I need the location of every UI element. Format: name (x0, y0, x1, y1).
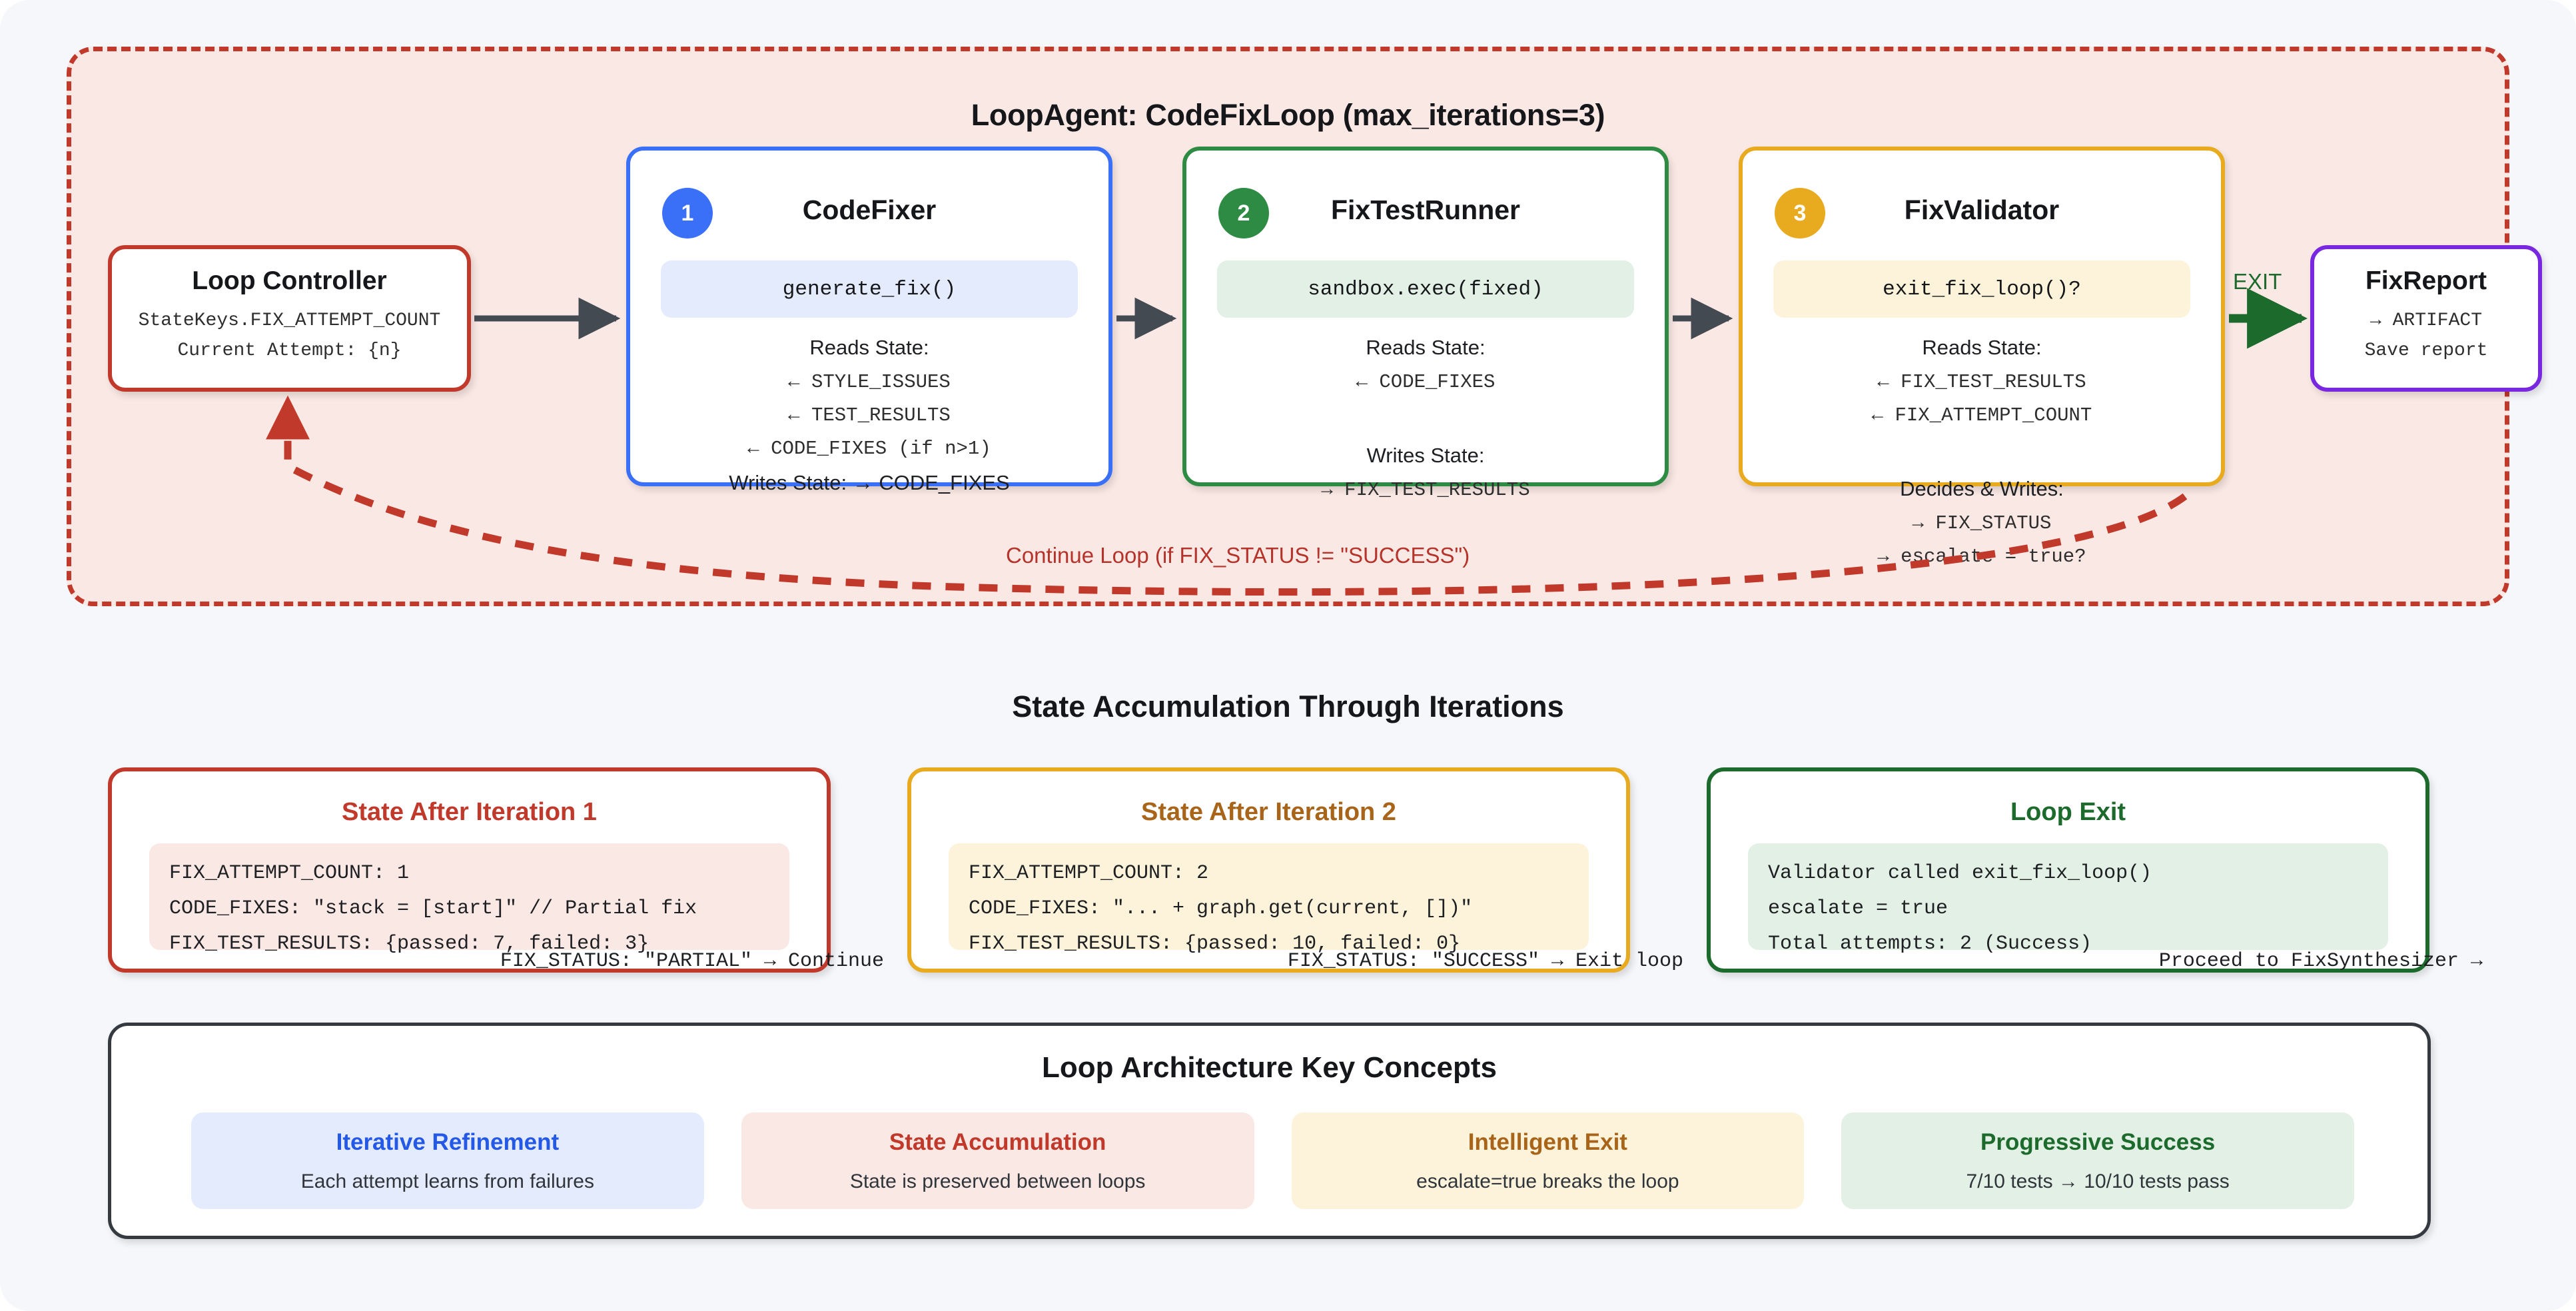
loop-controller-statekey: StateKeys.FIX_ATTEMPT_COUNT (138, 310, 441, 331)
key-concepts-heading: Loop Architecture Key Concepts (1042, 1051, 1497, 1084)
fix-report-artifact: → ARTIFACT (2369, 310, 2483, 331)
writes-state-label: Decides & Writes: (1900, 477, 2064, 500)
agent-code-codefixer: generate_fix() (661, 260, 1078, 318)
reads-state-item: ← CODE_FIXES (if n>1) (747, 438, 991, 460)
concept-card-state-accumulation[interactable]: State Accumulation State is preserved be… (741, 1112, 1254, 1209)
state-card-body: FIX_ATTEMPT_COUNT: 1 CODE_FIXES: "stack … (149, 843, 789, 955)
concept-desc: Each attempt learns from failures (300, 1170, 594, 1192)
state-card-body: Validator called exit_fix_loop() escalat… (1748, 843, 2388, 955)
agent-node-fixtestrunner[interactable]: 2 FixTestRunner sandbox.exec(fixed) Read… (1182, 147, 1669, 501)
concept-desc: escalate=true breaks the loop (1416, 1170, 1679, 1192)
step-badge-3: 3 (1775, 188, 1825, 238)
concept-title: Progressive Success (1980, 1128, 2216, 1155)
state-card-body: FIX_ATTEMPT_COUNT: 2 CODE_FIXES: "... + … (949, 843, 1589, 955)
reads-state-label: Reads State: (1366, 336, 1486, 359)
reads-state-item: ← FIX_TEST_RESULTS (1877, 371, 2086, 393)
agent-body-codefixer: Reads State: ← STYLE_ISSUES ← TEST_RESUL… (630, 336, 1108, 506)
key-concepts-panel: Loop Architecture Key Concepts Iterative… (108, 1023, 2431, 1239)
writes-state-item: → FIX_STATUS (1912, 512, 2052, 534)
writes-state-item: → FIX_TEST_RESULTS (1321, 479, 1530, 501)
agent-title-codefixer: CodeFixer (802, 195, 937, 225)
loop-agent-title: LoopAgent: CodeFixLoop (max_iterations=3… (971, 98, 1605, 132)
agent-title-fixvalidator: FixValidator (1904, 195, 2060, 225)
state-card-footer: Proceed to FixSynthesizer → (2158, 950, 2483, 973)
reads-state-label: Reads State: (1922, 336, 2042, 359)
key-concepts-row: Iterative Refinement Each attempt learns… (191, 1112, 2354, 1209)
state-section-heading: State Accumulation Through Iterations (1012, 689, 1564, 723)
state-line: CODE_FIXES: "stack = [start]" // Partial… (169, 897, 697, 920)
loop-controller-attempt: Current Attempt: {n} (177, 340, 402, 361)
state-card-footer: FIX_STATUS: "PARTIAL" → Continue (500, 950, 884, 973)
state-line: FIX_ATTEMPT_COUNT: 1 (169, 862, 410, 885)
loop-controller-node[interactable]: Loop Controller StateKeys.FIX_ATTEMPT_CO… (108, 245, 471, 392)
reads-state-label: Reads State: (809, 336, 929, 359)
concept-title: Iterative Refinement (336, 1128, 560, 1155)
fix-report-node[interactable]: FixReport → ARTIFACT Save report (2310, 245, 2542, 392)
fix-report-save: Save report (2364, 340, 2488, 361)
agent-code-fixtestrunner: sandbox.exec(fixed) (1217, 260, 1634, 318)
agent-node-codefixer[interactable]: 1 CodeFixer generate_fix() Reads State: … (626, 147, 1112, 494)
state-line: escalate = true (1768, 897, 1948, 920)
concept-title: Intelligent Exit (1468, 1128, 1627, 1155)
state-line: CODE_FIXES: "... + graph.get(current, []… (969, 897, 1473, 920)
state-card-footer: FIX_STATUS: "SUCCESS" → Exit loop (1287, 950, 1683, 973)
agent-body-fixvalidator: Reads State: ← FIX_TEST_RESULTS ← FIX_AT… (1743, 336, 2221, 579)
agent-node-fixvalidator[interactable]: 3 FixValidator exit_fix_loop()? Reads St… (1739, 147, 2225, 568)
state-line: FIX_TEST_RESULTS: {passed: 7, failed: 3} (169, 933, 649, 955)
concept-desc: State is preserved between loops (849, 1170, 1146, 1192)
concept-card-progressive-success[interactable]: Progressive Success 7/10 tests → 10/10 t… (1841, 1112, 2354, 1209)
state-card-loop-exit[interactable]: Loop Exit Validator called exit_fix_loop… (1707, 767, 2483, 973)
reads-state-item: ← CODE_FIXES (1356, 371, 1496, 393)
continue-loop-label: Continue Loop (if FIX_STATUS != "SUCCESS… (1006, 543, 1470, 568)
reads-state-item: ← FIX_ATTEMPT_COUNT (1871, 404, 2092, 426)
exit-edge-label: EXIT (2233, 269, 2282, 294)
fix-report-title: FixReport (2365, 266, 2487, 295)
state-card-iteration-2[interactable]: State After Iteration 2 FIX_ATTEMPT_COUN… (907, 767, 1683, 973)
body-spacer (1186, 404, 1665, 432)
concept-card-iterative-refinement[interactable]: Iterative Refinement Each attempt learns… (191, 1112, 704, 1209)
state-card-title: Loop Exit (2010, 798, 2126, 826)
state-card-iteration-1[interactable]: State After Iteration 1 FIX_ATTEMPT_COUN… (108, 767, 884, 973)
state-card-title: State After Iteration 1 (342, 798, 597, 826)
state-card-title: State After Iteration 2 (1141, 798, 1396, 826)
state-line: FIX_ATTEMPT_COUNT: 2 (969, 862, 1209, 885)
body-spacer (1743, 438, 2221, 466)
writes-state-item: → escalate = true? (1877, 546, 2086, 568)
agent-code-fixvalidator: exit_fix_loop()? (1773, 260, 2190, 318)
writes-state-label: Writes State: (1366, 444, 1485, 467)
agent-body-fixtestrunner: Reads State: ← CODE_FIXES Writes State: … (1186, 336, 1665, 512)
step-badge-1: 1 (662, 188, 713, 238)
state-line: Validator called exit_fix_loop() (1768, 862, 2152, 885)
concept-card-intelligent-exit[interactable]: Intelligent Exit escalate=true breaks th… (1291, 1112, 1805, 1209)
concept-title: State Accumulation (889, 1128, 1106, 1155)
reads-state-item: ← STYLE_ISSUES (788, 371, 951, 393)
reads-state-item: ← TEST_RESULTS (788, 404, 951, 426)
agent-title-fixtestrunner: FixTestRunner (1331, 195, 1520, 225)
loop-controller-title: Loop Controller (192, 266, 387, 295)
concept-desc: 7/10 tests → 10/10 tests pass (1966, 1170, 2230, 1192)
step-badge-2: 2 (1218, 188, 1269, 238)
state-line: FIX_TEST_RESULTS: {passed: 10, failed: 0… (969, 933, 1461, 955)
state-line: Total attempts: 2 (Success) (1768, 933, 2092, 955)
writes-state-label: Writes State: → CODE_FIXES (729, 471, 1010, 494)
